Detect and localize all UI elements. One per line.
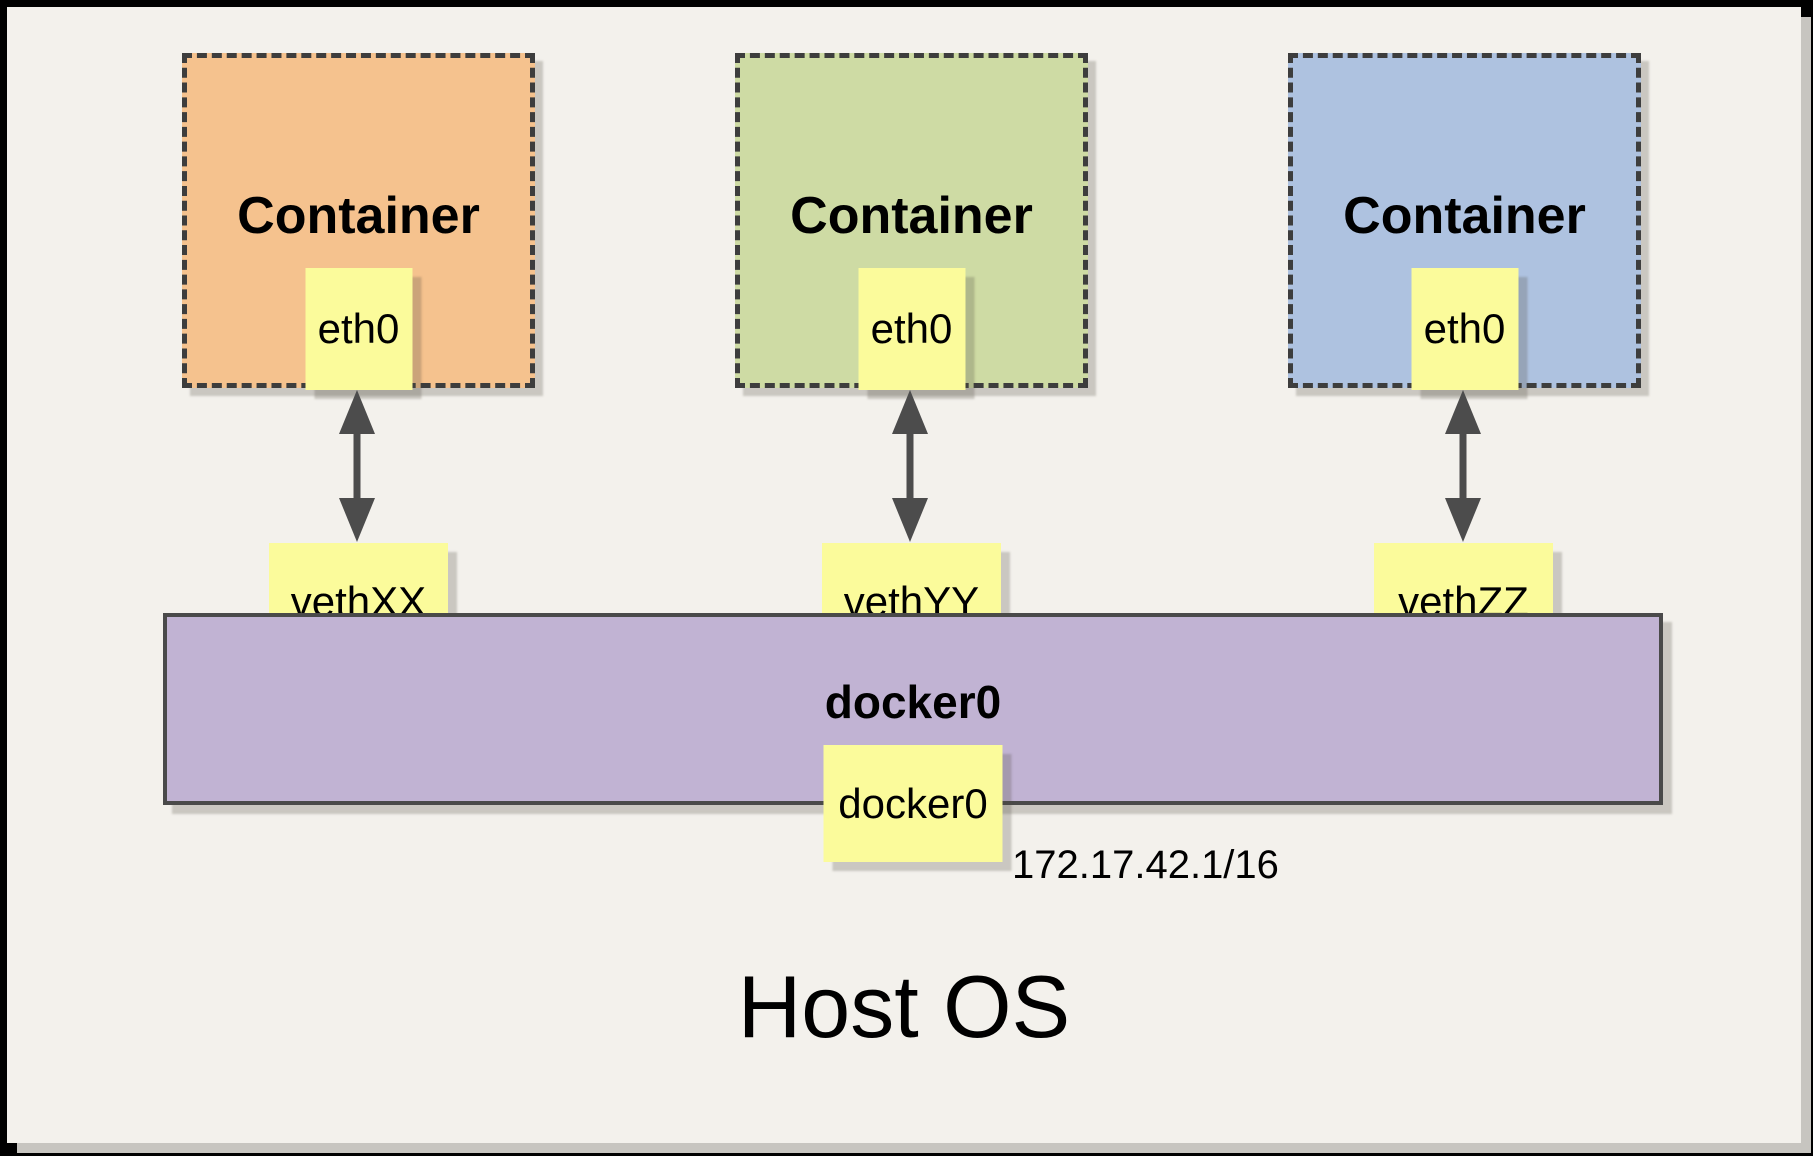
link-arrow-1-icon (339, 390, 375, 542)
container-1-eth0-label: eth0 (317, 305, 400, 352)
docker0-interface-label: docker0 (838, 779, 988, 827)
diagram-page: Container eth0 Container eth0 Container … (7, 7, 1801, 1143)
link-arrow-2-icon (892, 390, 928, 542)
container-box-2: Container eth0 (735, 53, 1088, 390)
container-box-3: Container eth0 (1288, 53, 1641, 390)
container-1-eth0-box: eth0 (305, 268, 412, 390)
host-os-label: Host OS (737, 957, 1071, 1056)
container-3-eth0-label: eth0 (1423, 305, 1506, 352)
docker0-bridge-label: docker0 (824, 676, 1002, 728)
container-2-label: Container (790, 187, 1033, 245)
container-2-eth0-label: eth0 (870, 305, 953, 352)
container-3-label: Container (1343, 187, 1586, 245)
container-1-label: Container (237, 187, 480, 245)
docker0-bridge-bar: docker0 docker0 (163, 613, 1663, 862)
bridge-ip-label: 172.17.42.1/16 (1012, 843, 1279, 887)
container-3-eth0-box: eth0 (1411, 268, 1518, 390)
container-2-eth0-box: eth0 (858, 268, 965, 390)
link-arrow-3-icon (1445, 390, 1481, 542)
docker0-interface-box: docker0 (823, 745, 1003, 862)
container-box-1: Container eth0 (182, 53, 535, 390)
